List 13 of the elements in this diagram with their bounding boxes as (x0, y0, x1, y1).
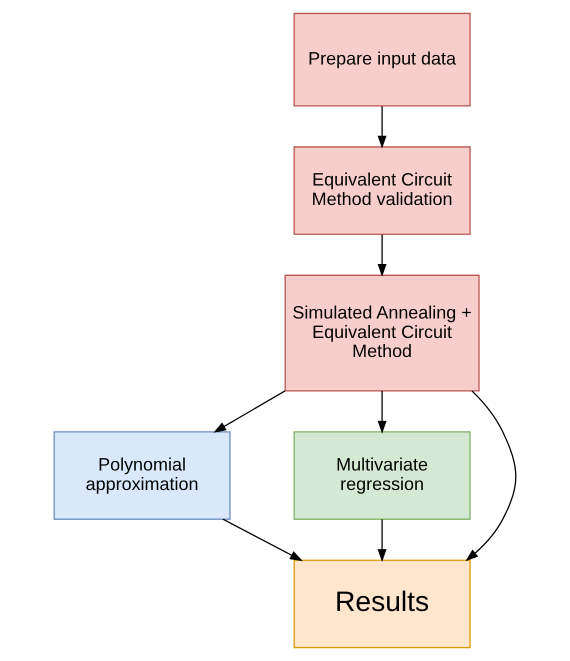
node-box: Polynomial approximation (54, 431, 231, 520)
node-box: Multivariate regression (294, 431, 471, 520)
arrow (378, 519, 387, 562)
arrow (378, 106, 387, 149)
node-box: Equivalent Circuit Method validation (294, 146, 471, 235)
arrow (378, 390, 387, 434)
node-box: Prepare input data (294, 12, 471, 106)
arrow (378, 234, 387, 277)
arrow (213, 390, 286, 433)
arrow (465, 390, 516, 562)
node-box: Simulated Annealing + Equivalent Circuit Method (284, 274, 480, 392)
node-box: Results (294, 560, 471, 648)
arrow (222, 518, 303, 562)
